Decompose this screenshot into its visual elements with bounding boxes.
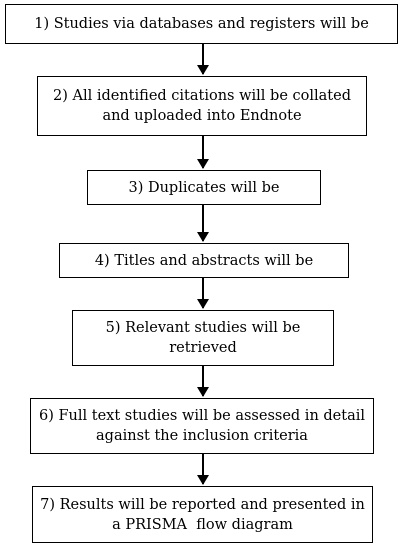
arrow-5-6: [197, 366, 209, 397]
step-2-text: 2) All identified citations will be coll…: [53, 86, 351, 126]
step-5-box: 5) Relevant studies will be retrieved: [72, 310, 334, 366]
step-1-box: 1) Studies via databases and registers w…: [5, 4, 398, 44]
step-2-box: 2) All identified citations will be coll…: [37, 76, 367, 136]
step-2-line-1: 2) All identified citations will be coll…: [53, 88, 351, 104]
step-1-text: 1) Studies via databases and registers w…: [34, 14, 369, 34]
step-7-text: 7) Results will be reported and presente…: [40, 495, 365, 535]
step-6-text: 6) Full text studies will be assessed in…: [39, 406, 365, 446]
arrow-6-7: [197, 454, 209, 485]
arrow-2-3: [197, 136, 209, 169]
step-4-box: 4) Titles and abstracts will be: [59, 243, 349, 278]
step-3-box: 3) Duplicates will be: [87, 170, 321, 205]
step-6-line-1: 6) Full text studies will be assessed in…: [38, 408, 366, 424]
step-4-line-1: 4) Titles and abstracts will be: [94, 252, 314, 269]
step-6-box: 6) Full text studies will be assessed in…: [30, 398, 374, 454]
step-2-line-2: and uploaded into Endnote: [102, 108, 302, 124]
arrow-3-4: [197, 205, 209, 242]
step-7-line-2: a PRISMA flow diagram: [112, 516, 293, 533]
step-7-box: 7) Results will be reported and presente…: [32, 486, 373, 543]
step-3-line-1: 3) Duplicates will be: [128, 179, 280, 196]
step-5-line-2: retrieved: [169, 340, 237, 356]
arrow-1-2: [197, 44, 209, 75]
step-5-line-1: 5) Relevant studies will be: [105, 320, 301, 336]
step-1-line-1: 1) Studies via databases and registers w…: [34, 16, 369, 32]
step-7-line-1: 7) Results will be reported and presente…: [40, 496, 365, 513]
step-5-text: 5) Relevant studies will be retrieved: [106, 318, 301, 358]
step-3-text: 3) Duplicates will be: [128, 178, 279, 198]
step-4-text: 4) Titles and abstracts will be: [95, 251, 313, 271]
arrow-4-5: [197, 278, 209, 309]
step-6-line-2: against the inclusion criteria: [96, 428, 308, 444]
